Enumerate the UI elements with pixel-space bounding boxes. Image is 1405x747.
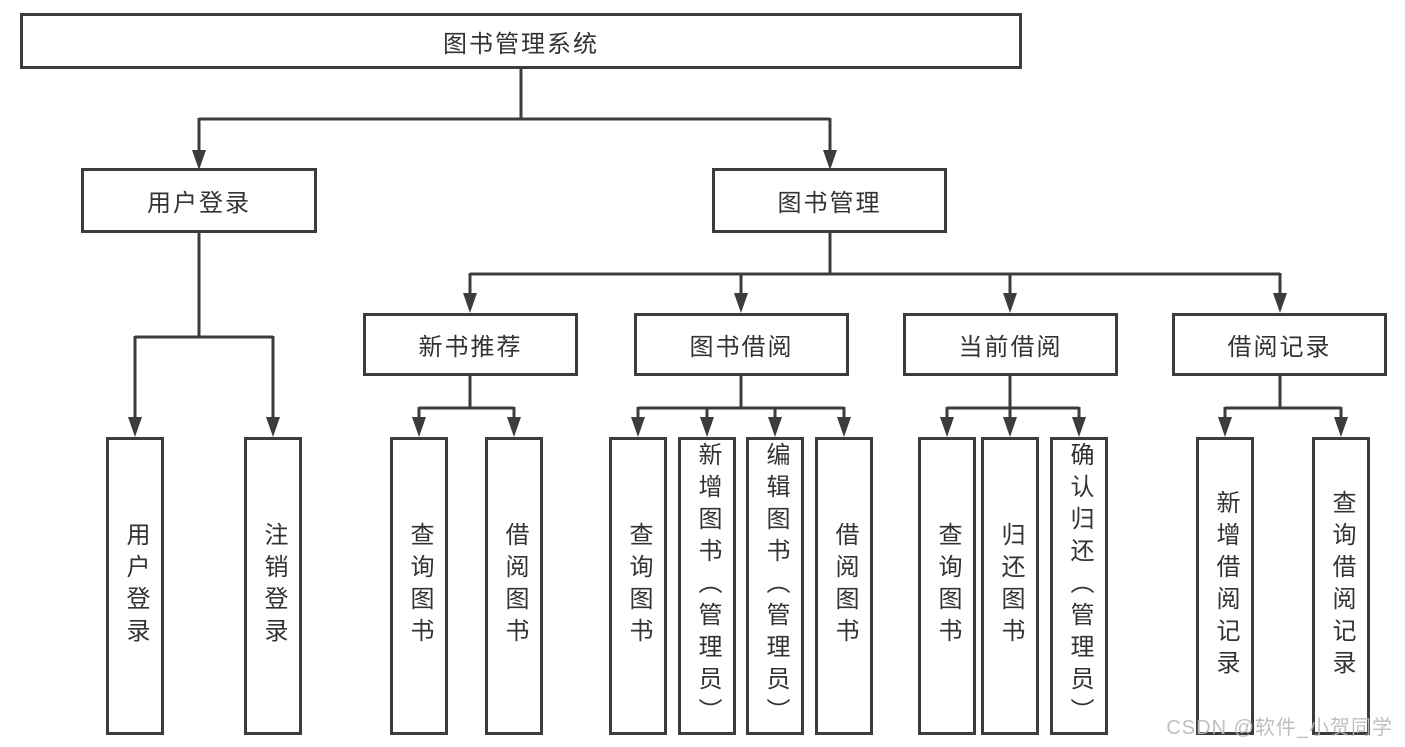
- leaf-confirm-return-admin: 确认归还（管理员）: [1050, 437, 1108, 735]
- node-library-system: 图书管理系统: [20, 13, 1022, 69]
- leaf-return-books: 归还图书: [981, 437, 1039, 735]
- leaf-borrow-books: 借阅图书: [815, 437, 873, 735]
- leaf-query-books-current: 查询图书: [918, 437, 976, 735]
- leaf-query-books-recommend: 查询图书: [390, 437, 448, 735]
- leaf-query-borrow-record: 查询借阅记录: [1312, 437, 1370, 735]
- node-new-book-recommendation: 新书推荐: [363, 313, 578, 376]
- watermark: CSDN @软件_小贺同学: [1166, 717, 1393, 739]
- leaf-logout: 注销登录: [244, 437, 302, 735]
- leaf-user-login: 用户登录: [106, 437, 164, 735]
- node-current-borrowing: 当前借阅: [903, 313, 1118, 376]
- node-book-borrowing: 图书借阅: [634, 313, 849, 376]
- leaf-add-book-admin: 新增图书（管理员）: [678, 437, 736, 735]
- leaf-query-books-borrow: 查询图书: [609, 437, 667, 735]
- node-borrowing-records: 借阅记录: [1172, 313, 1387, 376]
- node-user-login: 用户登录: [81, 168, 317, 233]
- leaf-edit-book-admin: 编辑图书（管理员）: [746, 437, 804, 735]
- node-book-management: 图书管理: [712, 168, 947, 233]
- leaf-add-borrow-record: 新增借阅记录: [1196, 437, 1254, 735]
- leaf-borrow-books-recommend: 借阅图书: [485, 437, 543, 735]
